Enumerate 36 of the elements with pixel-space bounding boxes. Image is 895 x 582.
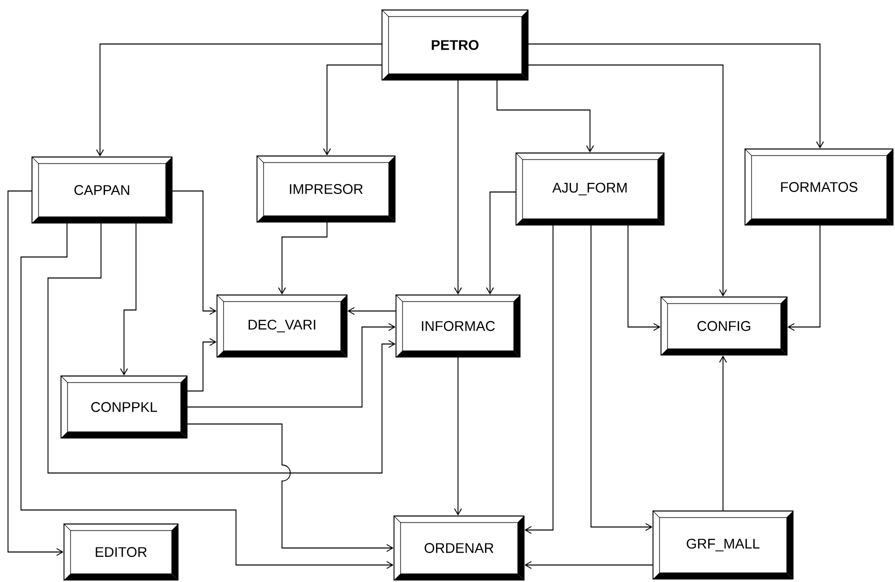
process-box: PETRO bbox=[381, 9, 528, 80]
arrow bbox=[496, 80, 594, 153]
arrow bbox=[187, 338, 217, 392]
process-box: INFORMAC bbox=[395, 294, 520, 358]
process-box: ORDENAR bbox=[393, 515, 524, 580]
process-box: GRF_MALL bbox=[652, 510, 794, 580]
arrow bbox=[278, 222, 328, 295]
process-box: FORMATOS bbox=[744, 148, 894, 226]
arrow bbox=[719, 355, 727, 511]
arrow bbox=[787, 225, 820, 331]
process-box: EDITOR bbox=[63, 523, 178, 580]
process-box: CAPPAN bbox=[31, 156, 172, 224]
process-box: AJU_FORM bbox=[515, 152, 664, 226]
arrow bbox=[590, 225, 653, 531]
arrow bbox=[323, 64, 382, 156]
arrow bbox=[524, 225, 554, 534]
process-box: CONPPKL bbox=[60, 375, 188, 438]
arrow bbox=[96, 44, 382, 157]
arrow bbox=[454, 80, 462, 295]
process-box: CONFIG bbox=[660, 296, 788, 356]
process-box: IMPRESOR bbox=[256, 155, 396, 222]
arrow bbox=[120, 223, 136, 376]
arrow bbox=[347, 307, 396, 315]
arrow bbox=[486, 192, 516, 295]
arrow bbox=[187, 323, 396, 408]
arrow bbox=[8, 190, 64, 556]
arrow bbox=[528, 64, 727, 297]
arrow bbox=[528, 44, 824, 149]
arrow bbox=[524, 561, 653, 569]
process-box: DEC_VARI bbox=[216, 294, 348, 358]
arrow bbox=[48, 223, 396, 474]
arrow bbox=[172, 190, 217, 315]
arrow bbox=[454, 357, 462, 516]
arrow bbox=[628, 225, 661, 331]
arrow bbox=[187, 424, 394, 552]
arrow bbox=[20, 223, 394, 569]
